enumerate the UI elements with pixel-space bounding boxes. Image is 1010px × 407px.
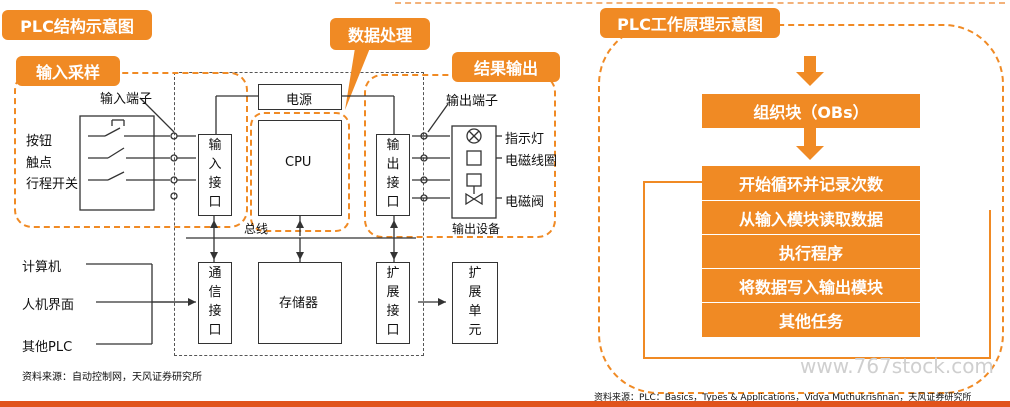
- plc-structure-title: PLC结构示意图: [2, 10, 152, 40]
- left-source-note: 资料来源：自动控制网，天风证券研究所: [22, 372, 202, 383]
- right-source-note: 资料来源：PLC：Basics，Types & Applications，Vid…: [594, 393, 972, 403]
- solenoid-valve-label: 电磁阀: [505, 195, 545, 210]
- expansion-unit-box: [452, 262, 498, 344]
- plc-dashed-frame: [174, 72, 424, 356]
- flow-step-6: 其他任务: [702, 302, 920, 337]
- memory-label: 存储器: [279, 296, 319, 311]
- input-sampling-tag: 输入采样: [16, 56, 120, 86]
- flow-step-3: 从输入模块读取数据: [702, 200, 920, 235]
- indicator-light-label: 指示灯: [505, 132, 545, 147]
- expansion-interface-box: [376, 262, 410, 344]
- cpu-label: CPU: [285, 155, 312, 170]
- power-box: [258, 84, 342, 110]
- input-interface-box: [198, 134, 232, 216]
- output-device-label: 输出设备: [452, 222, 501, 236]
- power-label: 电源: [286, 93, 313, 108]
- cpu-box: [258, 120, 342, 216]
- input-limit-switch-label: 行程开关: [26, 177, 79, 192]
- plc-principle-title: PLC工作原理示意图: [600, 8, 780, 38]
- bus-label: 总线: [244, 222, 269, 236]
- computer-label: 计算机: [22, 260, 62, 275]
- data-processing-tag: 数据处理: [330, 18, 430, 50]
- input-contact-label: 触点: [26, 156, 53, 171]
- other-plc-label: 其他PLC: [22, 340, 73, 355]
- comm-interface-label: 通信接口: [208, 266, 222, 338]
- output-interface-box: [376, 134, 410, 216]
- hmi-label: 人机界面: [22, 298, 75, 313]
- diagram-lines: [79, 48, 502, 345]
- input-terminal-label: 输入端子: [100, 92, 153, 107]
- memory-box: [258, 262, 342, 344]
- flow-step-4: 执行程序: [702, 234, 920, 269]
- bottom-accent-bar: [0, 401, 1010, 407]
- watermark: www.767stock.com: [800, 354, 994, 378]
- input-interface-label: 输入接口: [208, 138, 222, 210]
- solenoid-coil-label: 电磁线圈: [505, 154, 558, 169]
- flow-step-1: 组织块（OBs）: [702, 94, 920, 128]
- right-panel-frame: [598, 24, 1004, 394]
- output-terminal-label: 输出端子: [446, 94, 499, 109]
- flow-step-5: 将数据写入输出模块: [702, 268, 920, 303]
- expansion-interface-label: 扩展接口: [386, 266, 400, 338]
- comm-interface-box: [198, 262, 232, 344]
- output-interface-label: 输出接口: [386, 138, 400, 210]
- input-button-label: 按钮: [26, 134, 53, 149]
- top-dashed-line: [395, 2, 1005, 4]
- expansion-unit-label: 扩展单元: [468, 266, 482, 338]
- flow-step-2: 开始循环并记录次数: [702, 166, 920, 200]
- input-sampling-region: [14, 72, 248, 228]
- result-output-tag: 结果输出: [452, 52, 560, 82]
